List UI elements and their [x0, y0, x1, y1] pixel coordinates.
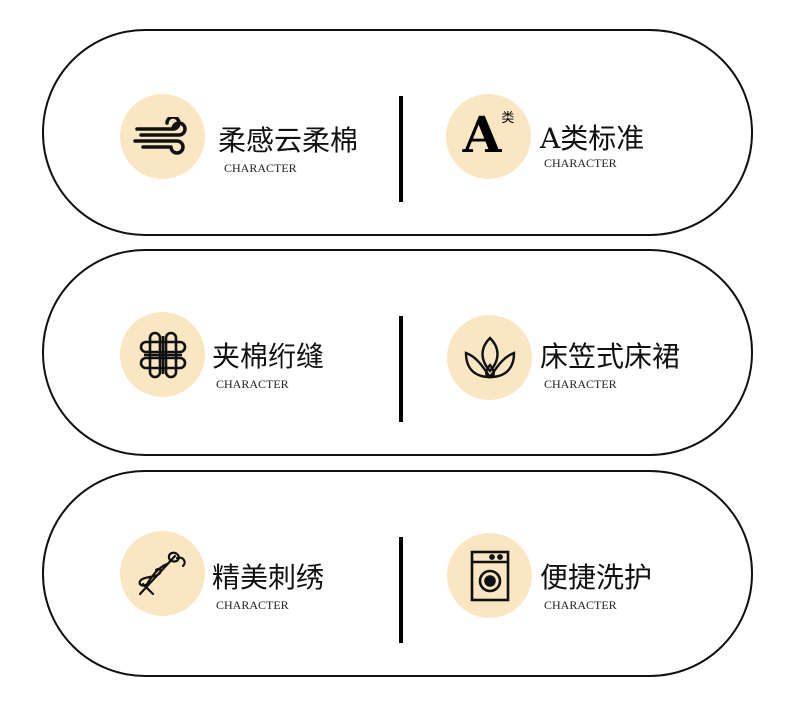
feature-subtitle: CHARACTER	[216, 377, 289, 391]
washing-machine-icon	[447, 533, 532, 618]
divider	[399, 537, 403, 643]
feature-subtitle: CHARACTER	[544, 377, 617, 391]
feature-card-3: 精美刺绣 CHARACTER 便捷洗护 CHARACTER	[42, 470, 753, 677]
divider	[399, 316, 403, 422]
lotus-icon	[447, 315, 532, 400]
quilt-knot-icon	[120, 312, 205, 397]
wind-icon	[120, 94, 205, 179]
feature-subtitle: CHARACTER	[544, 156, 617, 170]
feature-subtitle: CHARACTER	[224, 161, 297, 175]
feature-subtitle: CHARACTER	[216, 598, 289, 612]
feature-subtitle: CHARACTER	[544, 598, 617, 612]
feature-title: 床笠式床裙	[540, 340, 681, 373]
feature-title: 柔感云柔棉	[218, 124, 359, 157]
grade-a-superscript: 类	[501, 111, 515, 126]
grade-a-icon: A 类	[446, 94, 531, 179]
feature-title: 便捷洗护	[540, 561, 653, 594]
needle-thread-icon	[120, 531, 205, 616]
feature-title: 夹棉绗缝	[212, 340, 325, 373]
feature-title: 精美刺绣	[212, 561, 325, 594]
divider	[399, 96, 403, 202]
feature-card-2: 夹棉绗缝 CHARACTER 床笠式床裙 CHARACTER	[42, 249, 753, 456]
feature-card-1: 柔感云柔棉 CHARACTER A 类 A类标准 CHARACTER	[42, 29, 753, 236]
grade-a-letter: A	[462, 105, 502, 164]
feature-title: A类标准	[540, 122, 645, 155]
